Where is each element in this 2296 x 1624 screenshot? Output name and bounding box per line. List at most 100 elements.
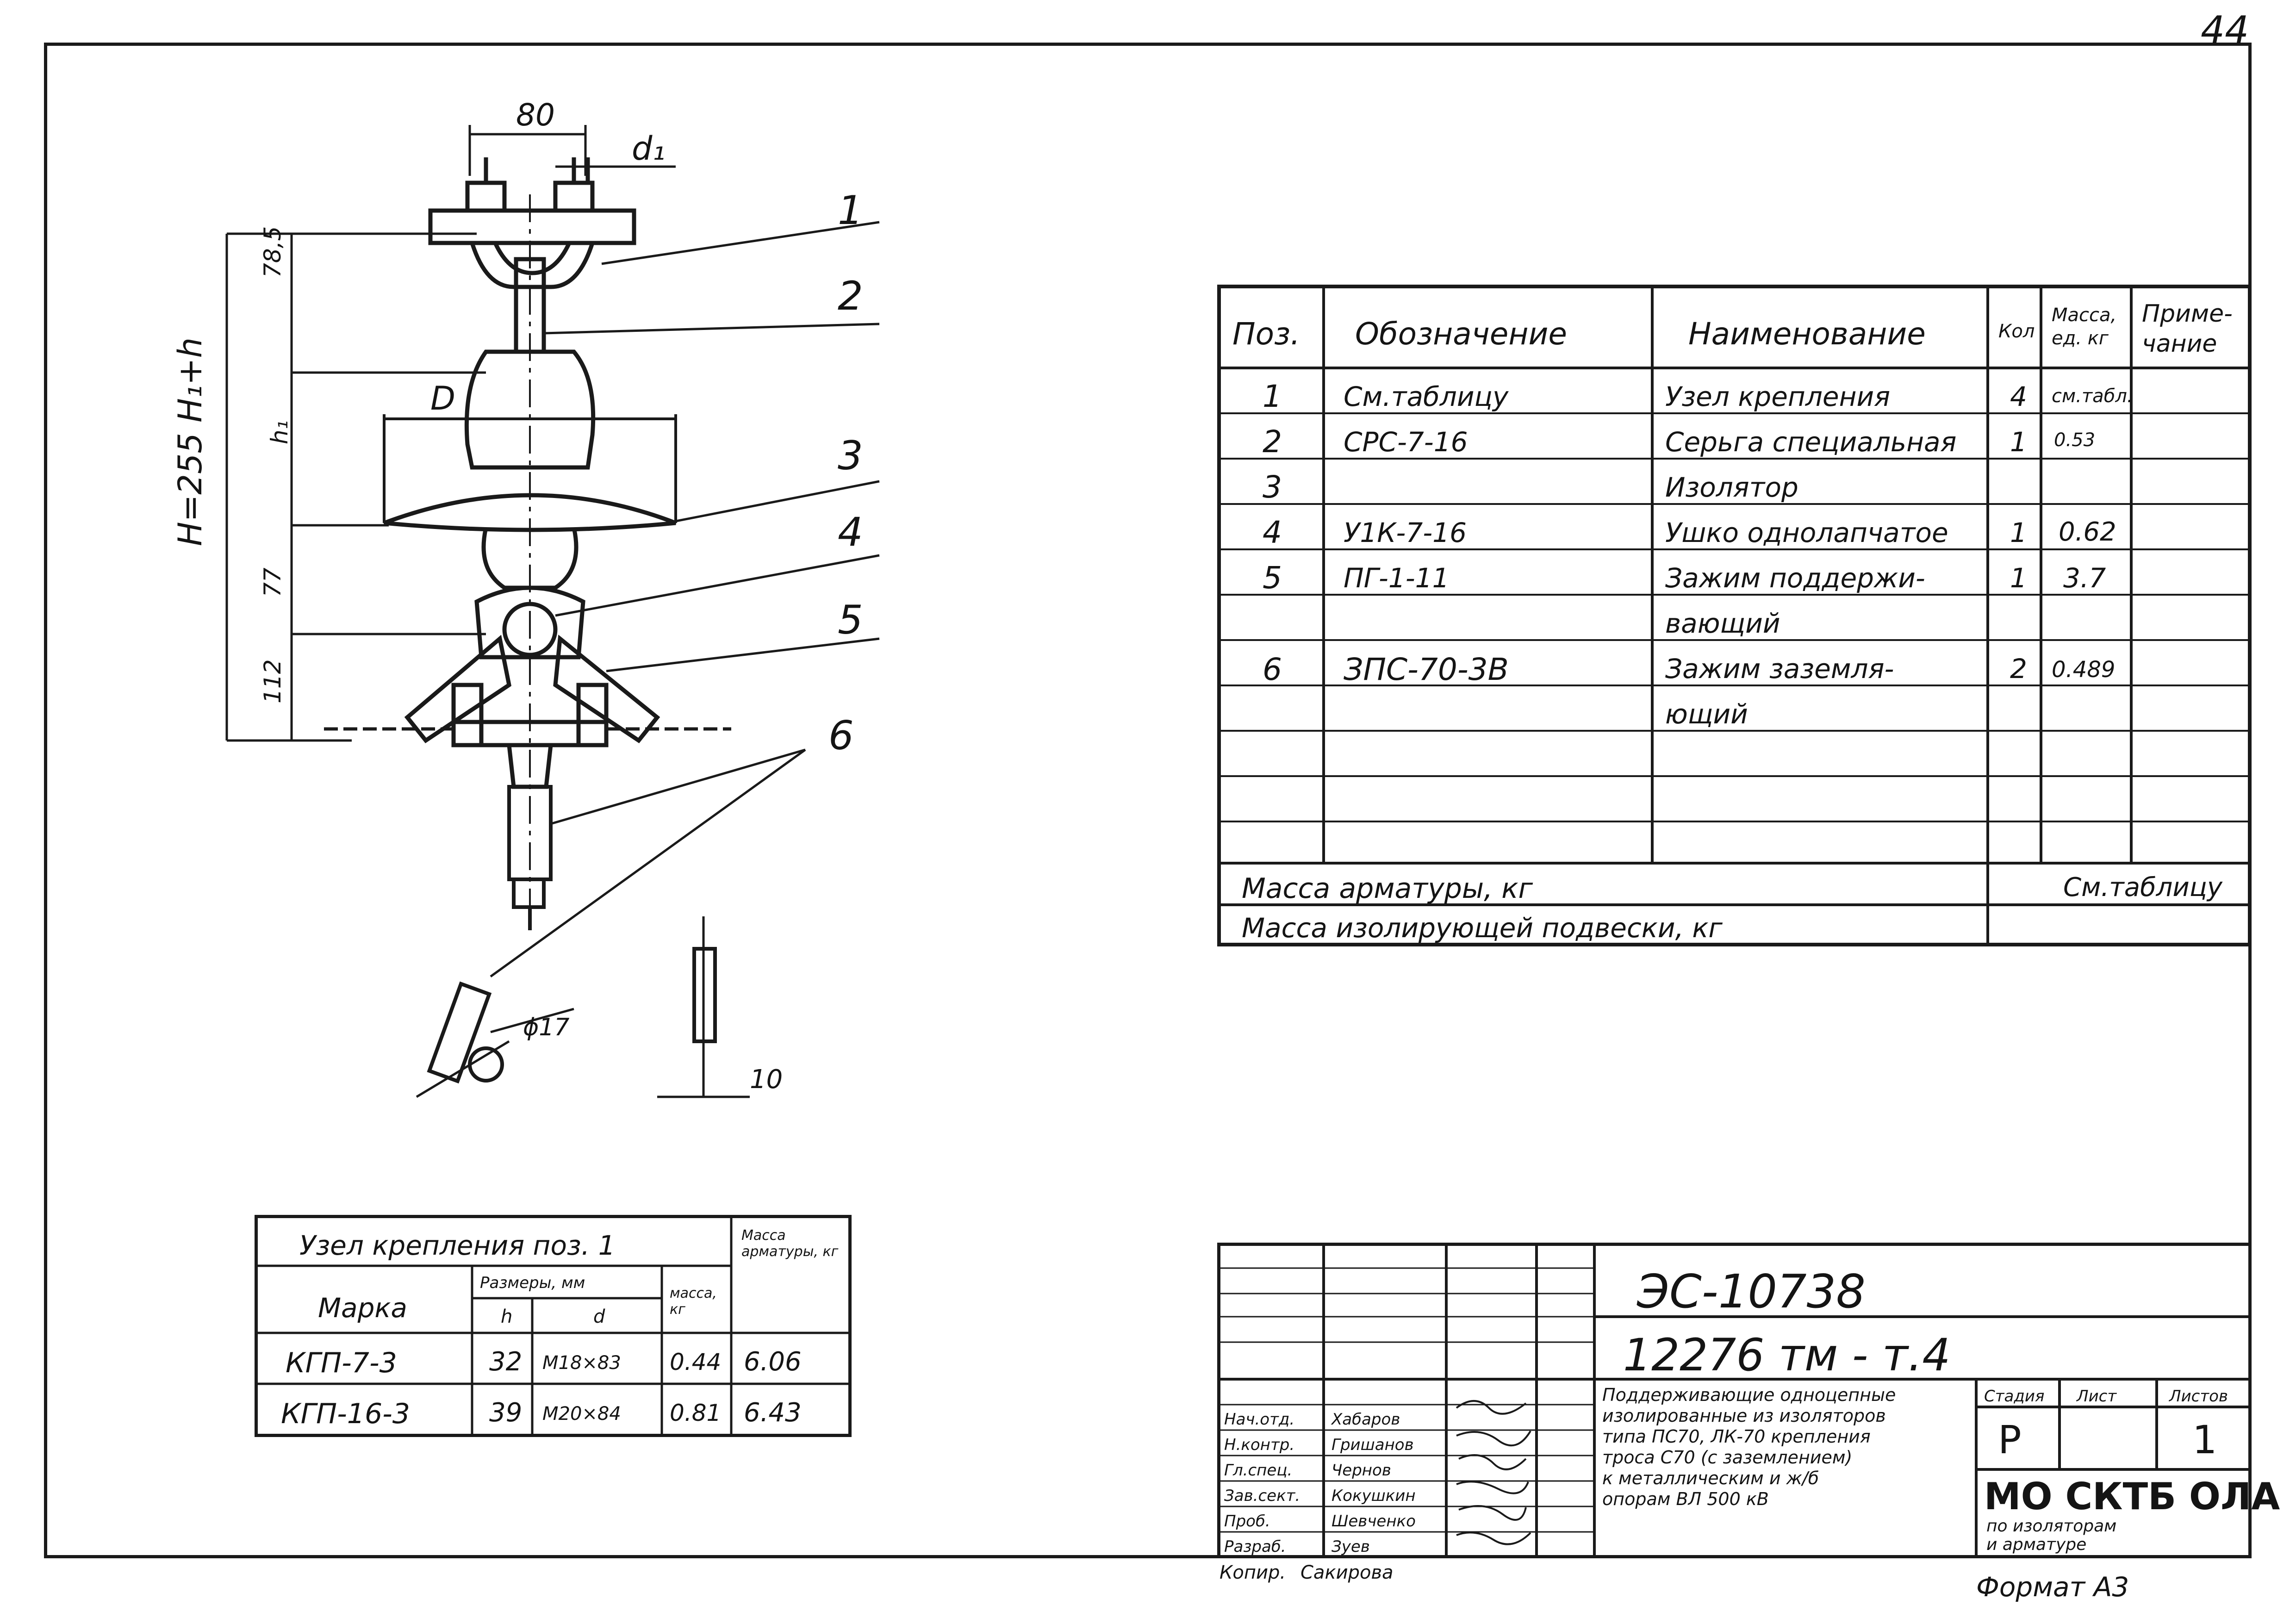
- mass-suspension-label: Масса изолирующей подвески, кг: [1242, 912, 1723, 944]
- title-block: ЭС-10738 12276 тм - т.4 Поддерживающие о…: [1217, 1243, 2280, 1558]
- row2-pos: 2: [1263, 424, 1282, 460]
- role-1: Нач.отд.: [1224, 1410, 1295, 1429]
- row1-mass: см.табл.: [2052, 386, 2133, 407]
- callout-leaders: [416, 221, 880, 1098]
- mount-col-mass: масса, кг: [670, 1285, 717, 1318]
- mass-fittings-value: См.таблицу: [2063, 872, 2223, 902]
- sheet-label: Лист: [2077, 1387, 2117, 1406]
- dim-phi17: ϕ17: [523, 1014, 570, 1041]
- row7-mass: 0.489: [2052, 657, 2116, 683]
- mount-table-mass-header: Масса арматуры, кг: [741, 1227, 839, 1260]
- mounting-unit: [428, 157, 636, 289]
- callout-3: 3: [838, 433, 863, 479]
- org-sub-1: по изоляторам: [1986, 1517, 2117, 1536]
- row1-pos: 1: [1263, 379, 1282, 414]
- earthing-clamp: [427, 785, 750, 1098]
- eye-and-clamp: [324, 585, 731, 789]
- doc-code-2: 12276 тм - т.4: [1623, 1329, 1951, 1381]
- dim-D: D: [430, 380, 455, 417]
- row2-name: Серьга специальная: [1665, 426, 1957, 458]
- desc-line-1: Поддерживающие одноцепные: [1602, 1385, 1896, 1405]
- stage-label: Стадия: [1984, 1387, 2045, 1406]
- dimensions: [225, 125, 676, 742]
- name-3: Чернов: [1332, 1461, 1391, 1480]
- copier-name: Сакирова: [1300, 1562, 1394, 1583]
- org-sub-2: и арматуре: [1986, 1535, 2087, 1554]
- org-name: МО СКТБ ОЛА: [1984, 1475, 2280, 1518]
- callout-6: 6: [828, 713, 854, 759]
- hdr-mass-1: Масса,: [2052, 305, 2117, 326]
- desc-line-5: к металлическим и ж/б: [1602, 1468, 1819, 1488]
- row5-pos: 5: [1263, 560, 1282, 596]
- format-label: Формат А3: [1976, 1571, 2129, 1603]
- dim-80: 80: [516, 97, 555, 133]
- row4-pos: 4: [1263, 515, 1282, 550]
- callout-1: 1: [838, 187, 863, 234]
- row5-qty: 1: [2010, 562, 2027, 594]
- row4-mass: 0.62: [2059, 517, 2116, 547]
- role-4: Зав.сект.: [1224, 1487, 1300, 1505]
- desc-line-2: изолированные из изоляторов: [1602, 1406, 1886, 1426]
- signatures: [1456, 1400, 1531, 1545]
- row4-designation: У1К-7-16: [1344, 517, 1467, 548]
- mount-row2-fittings: 6.43: [744, 1398, 802, 1428]
- mount-row2-mass: 0.81: [670, 1400, 722, 1426]
- mount-row1-mark: КГП-7-3: [286, 1347, 397, 1379]
- row5-name: Зажим поддержи-: [1665, 562, 1925, 594]
- row4-qty: 1: [2010, 517, 2027, 548]
- hdr-qty: Кол: [1998, 321, 2035, 342]
- sheets-label: Листов: [2169, 1387, 2228, 1406]
- name-1: Хабаров: [1332, 1410, 1400, 1429]
- role-6: Разраб.: [1224, 1537, 1286, 1556]
- sheet-number: 44: [2201, 8, 2249, 52]
- mount-row1-fittings: 6.06: [744, 1347, 802, 1377]
- mass-fittings-label: Масса арматуры, кг: [1242, 872, 1533, 905]
- name-4: Кокушкин: [1332, 1487, 1416, 1505]
- mount-col-d: d: [593, 1306, 605, 1327]
- dim-77: 77: [259, 567, 286, 597]
- mount-row1-h: 32: [489, 1347, 523, 1377]
- row2-qty: 1: [2010, 426, 2027, 458]
- mount-col-dims: Размеры, мм: [480, 1274, 585, 1292]
- mount-col-h: h: [501, 1306, 513, 1327]
- row7-pos: 6: [1263, 652, 1282, 687]
- copied-label: Копир.: [1220, 1562, 1286, 1583]
- mount-row1-mass: 0.44: [670, 1349, 722, 1375]
- mounting-unit-table: Узел крепления поз. 1 Масса арматуры, кг…: [255, 1215, 852, 1437]
- dim-78-5: 78,5: [259, 226, 286, 278]
- hdr-note-1: Приме-: [2142, 300, 2233, 328]
- desc-line-3: типа ПС70, ЛК-70 крепления: [1602, 1426, 1871, 1447]
- row3-pos: 3: [1263, 469, 1282, 505]
- mount-row2-mark: КГП-16-3: [281, 1398, 410, 1430]
- mount-row2-d: М20×84: [542, 1403, 621, 1425]
- callout-2: 2: [838, 273, 863, 319]
- hdr-mass-2: ед. кг: [2052, 328, 2109, 349]
- specification-table: Поз. Обозначение Наименование Кол Масса,…: [1217, 285, 2252, 946]
- row5-designation: ПГ-1-11: [1344, 562, 1450, 594]
- dim-h1: h₁: [266, 420, 293, 444]
- dim-10: 10: [750, 1064, 783, 1095]
- name-5: Шевченко: [1332, 1512, 1416, 1531]
- dim-d1: d₁: [632, 130, 666, 168]
- row7-designation: ЗПС-70-3В: [1344, 652, 1509, 687]
- row2-mass: 0.53: [2054, 429, 2096, 451]
- row6-name: вающий: [1665, 608, 1780, 639]
- mount-row1-d: М18×83: [542, 1352, 621, 1374]
- callout-5: 5: [838, 597, 863, 643]
- dim-H: H=255 H₁+h: [171, 337, 209, 546]
- name-2: Гришанов: [1332, 1436, 1414, 1454]
- role-2: Н.контр.: [1224, 1436, 1295, 1454]
- row7-qty: 2: [2010, 653, 2027, 684]
- hdr-pos: Поз.: [1232, 316, 1300, 352]
- role-5: Проб.: [1224, 1512, 1270, 1531]
- dim-112: 112: [259, 659, 286, 703]
- hdr-designation: Обозначение: [1355, 316, 1567, 352]
- row7-name: Зажим заземля-: [1665, 653, 1894, 684]
- row4-name: Ушко однолапчатое: [1665, 517, 1948, 548]
- mount-table-title: Узел крепления поз. 1: [299, 1230, 616, 1261]
- row3-name: Изолятор: [1665, 472, 1798, 503]
- desc-line-4: троса С70 (с заземлением): [1602, 1447, 1853, 1468]
- name-6: Зуев: [1332, 1537, 1370, 1556]
- row1-designation: См.таблицу: [1344, 381, 1509, 412]
- row8-name: ющий: [1665, 698, 1748, 730]
